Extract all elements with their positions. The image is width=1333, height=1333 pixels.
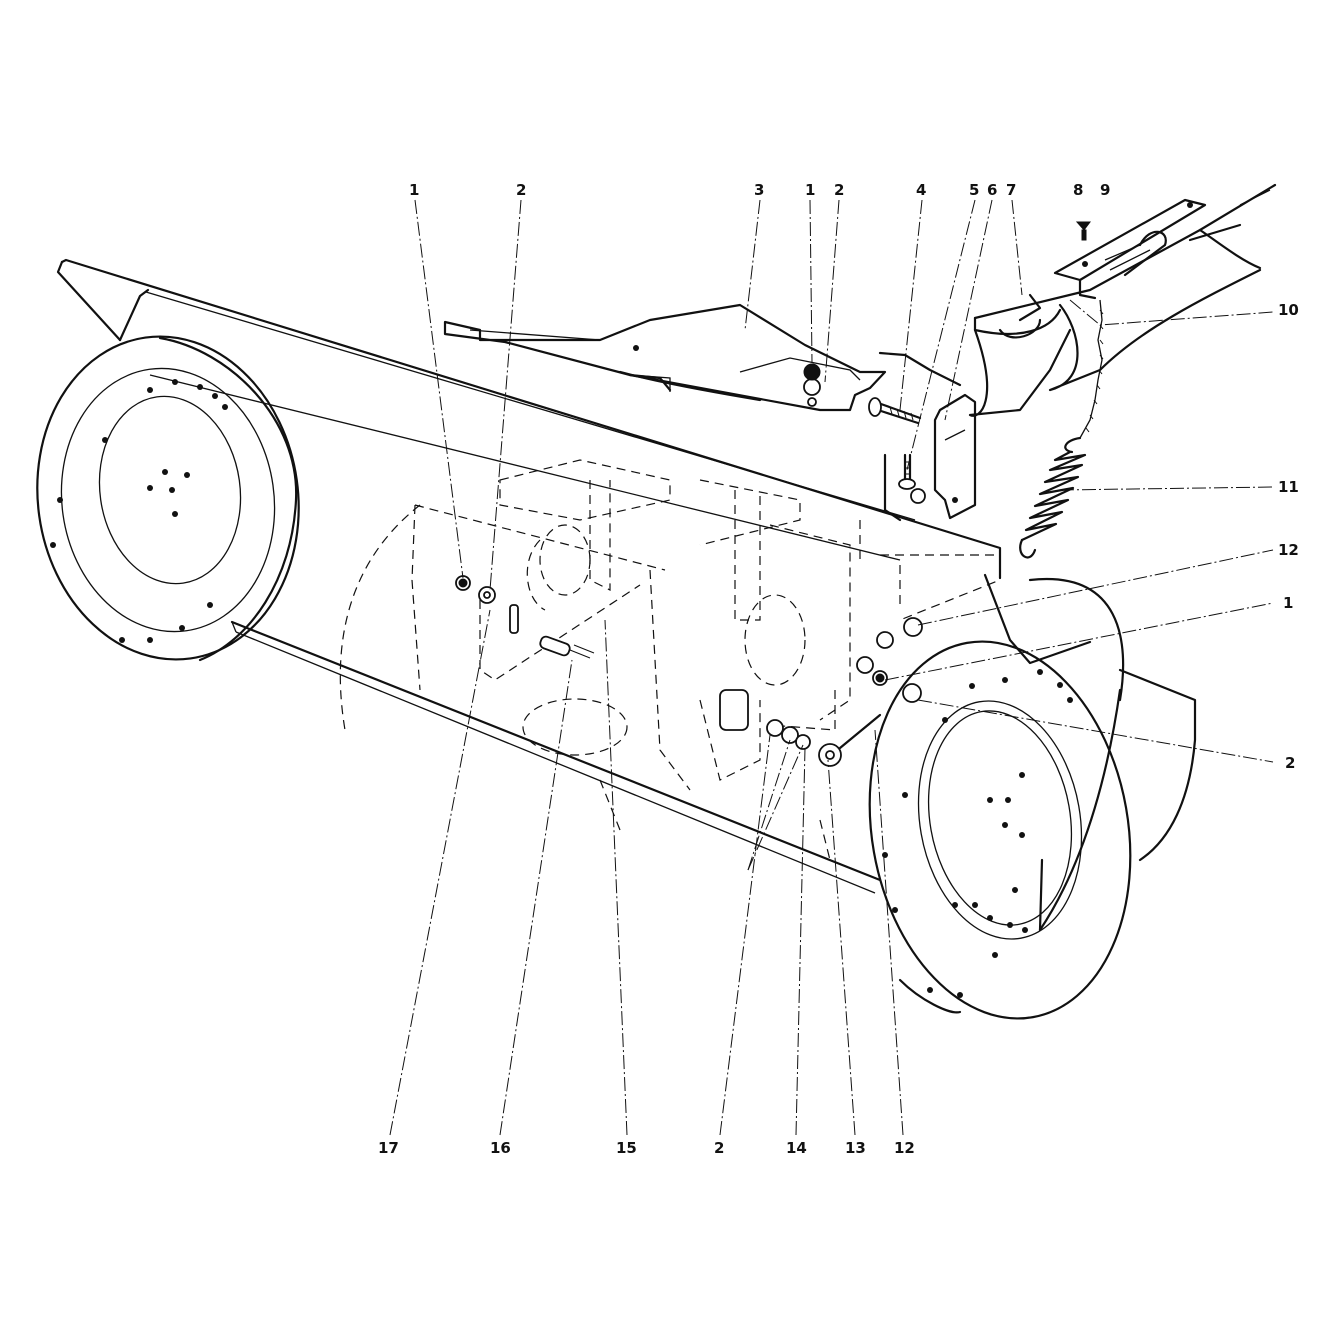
callout-4: 4 — [916, 181, 926, 199]
callout-12-right: 12 — [1278, 541, 1299, 559]
callout-16: 16 — [490, 1139, 511, 1157]
callout-14: 14 — [786, 1139, 807, 1157]
callout-11: 11 — [1278, 478, 1299, 496]
callout-7: 7 — [1006, 181, 1016, 199]
callout-12-bottom: 12 — [894, 1139, 915, 1157]
bracket-part-6 — [933, 393, 977, 520]
chain-and-spring — [1019, 244, 1151, 559]
callout-10: 10 — [1278, 301, 1299, 319]
callout-2-top-center: 2 — [834, 181, 844, 199]
hardware-nuts-washers — [455, 488, 926, 767]
left-end-plate — [36, 335, 300, 662]
callout-17: 17 — [378, 1139, 399, 1157]
callout-2-bottom: 2 — [714, 1139, 724, 1157]
callout-2-right: 2 — [1285, 754, 1295, 772]
callout-13: 13 — [845, 1139, 866, 1157]
callout-8: 8 — [1073, 181, 1083, 199]
callout-1-right: 1 — [1283, 594, 1293, 612]
bolt-part-5 — [883, 453, 916, 522]
right-end-plate — [868, 640, 1132, 1020]
callout-9: 9 — [1100, 181, 1110, 199]
top-bracket-plate — [443, 303, 887, 412]
hook-bracket-part-9 — [1053, 198, 1207, 300]
callout-6: 6 — [987, 181, 997, 199]
callout-5: 5 — [969, 181, 979, 199]
callout-15: 15 — [616, 1139, 637, 1157]
extension-spring — [1019, 436, 1087, 559]
right-plate-bolt-holes — [882, 669, 1073, 998]
callout-1-top-center: 1 — [805, 181, 815, 199]
callout-1-top-left: 1 — [409, 181, 419, 199]
left-plate-bolt-holes — [50, 379, 228, 643]
bolt-part-4 — [868, 397, 922, 425]
callout-3: 3 — [754, 181, 764, 199]
leader-lines — [389, 199, 1274, 1136]
callout-2-top-left: 2 — [516, 181, 526, 199]
tractor-frame — [878, 183, 1277, 417]
callout-labels: 1 2 3 1 2 4 5 6 7 8 9 10 11 12 1 2 17 16… — [378, 181, 1299, 1157]
